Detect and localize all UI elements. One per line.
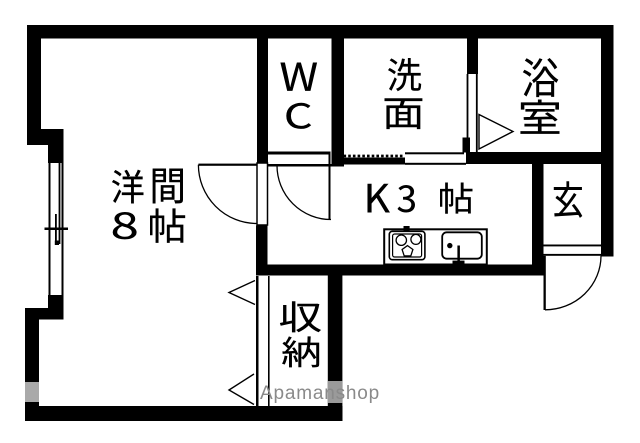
svg-text:Apamanshop: Apamanshop [260, 383, 380, 404]
